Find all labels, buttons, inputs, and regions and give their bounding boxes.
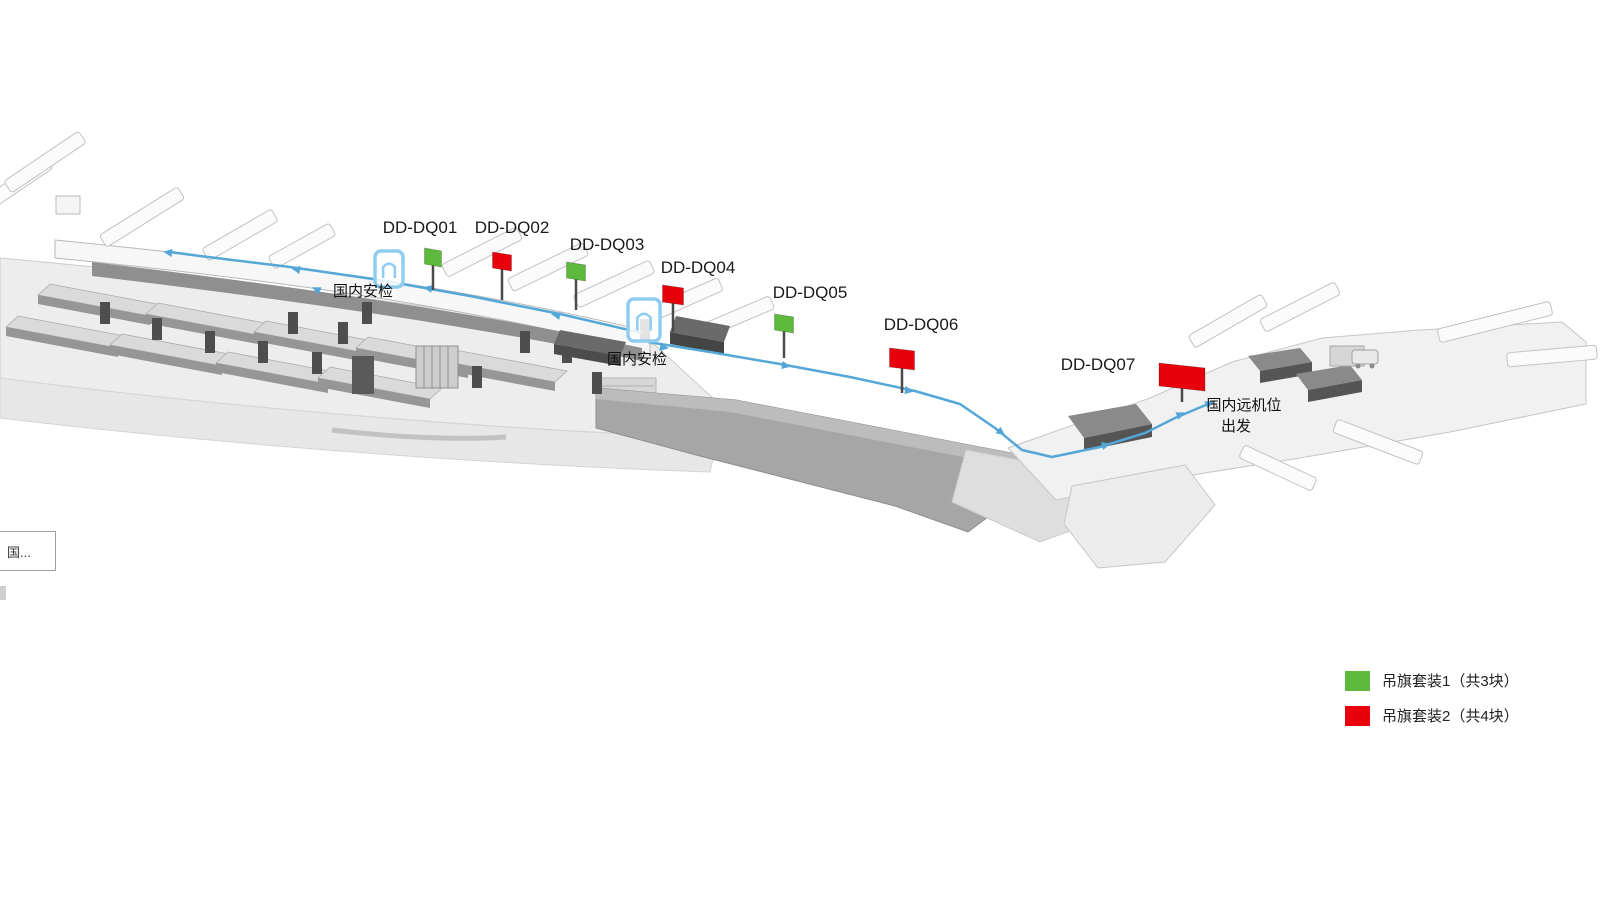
kiosk	[312, 352, 322, 374]
kiosk	[258, 341, 268, 363]
jet-bridge-pier	[99, 187, 185, 247]
legend-swatch-set1	[1345, 670, 1370, 691]
jet-bridge-pier	[507, 242, 589, 292]
flag	[1158, 362, 1206, 392]
clipped-label-box: 国...	[0, 531, 56, 571]
legend-label-set1: 吊旗套装1（共3块）	[1382, 673, 1519, 690]
legend-label-set2: 吊旗套装2（共4块）	[1382, 708, 1519, 725]
route-arrow	[1204, 401, 1215, 409]
route-line-lower	[647, 340, 1209, 459]
route-arrow	[995, 426, 1006, 436]
flag-marker-dd-dq03[interactable]: DD-DQ03	[566, 235, 645, 310]
flag-marker-dd-dq02[interactable]: DD-DQ02	[475, 218, 550, 300]
jet-bridge-pier	[268, 223, 336, 269]
legend-swatch-set2	[1345, 705, 1370, 726]
flag-marker-dd-dq06[interactable]: DD-DQ06	[884, 315, 959, 393]
flag-marker-dd-dq07[interactable]: DD-DQ07	[1061, 355, 1206, 402]
marker-label: DD-DQ04	[661, 258, 736, 277]
route-arrow	[291, 266, 301, 274]
route-arrow	[1175, 412, 1186, 420]
flag	[492, 251, 512, 272]
route-arrow	[781, 361, 791, 369]
security-gates	[373, 249, 662, 343]
map-annotation: 国内远机位	[1206, 397, 1281, 414]
route-arrow	[659, 343, 669, 351]
flag	[889, 347, 915, 371]
route-arrow	[551, 312, 561, 320]
jet-bridge-pier	[441, 227, 523, 277]
marker-label: DD-DQ05	[773, 283, 848, 302]
jet-bridge-pier	[202, 209, 278, 261]
remote-stand-pad	[1063, 464, 1216, 569]
marker-label: DD-DQ06	[884, 315, 959, 334]
flag-marker-dd-dq04[interactable]: DD-DQ04	[661, 258, 736, 332]
kiosk	[472, 366, 482, 388]
route-arrows	[163, 249, 1215, 450]
flag	[566, 261, 586, 282]
marker-label: DD-DQ01	[383, 218, 458, 237]
kiosk	[338, 322, 348, 344]
marker-label: DD-DQ02	[475, 218, 550, 237]
flag-markers: DD-DQ01 DD-DQ02DD-DQ03DD-DQ04DD-DQ05DD-DQ…	[383, 218, 1206, 402]
clipped-label-text: 国...	[7, 544, 31, 560]
route-arrow	[904, 386, 914, 394]
security-gate-icon	[373, 249, 405, 289]
kiosk	[288, 312, 298, 334]
marker-label: DD-DQ03	[570, 235, 645, 254]
flag	[662, 284, 684, 306]
kiosk	[100, 302, 110, 324]
jet-bridge-pier	[1188, 294, 1268, 348]
map-annotation: 出发	[1221, 418, 1251, 435]
kiosk	[152, 318, 162, 340]
route-arrow	[423, 285, 433, 293]
escalator	[352, 356, 374, 394]
jet-bridge-pier	[4, 131, 86, 193]
flag-marker-dd-dq05[interactable]: DD-DQ05	[773, 283, 848, 358]
flag	[424, 247, 442, 268]
legend-item-set1: 吊旗套装1（共3块）	[1345, 670, 1519, 691]
flag-marker-dd-dq01[interactable]: DD-DQ01	[383, 218, 458, 290]
legend-item-set2: 吊旗套装2（共4块）	[1345, 705, 1519, 726]
jet-bridge-pier	[1239, 445, 1317, 491]
curbside-road	[331, 427, 507, 441]
jet-bridges	[0, 131, 1598, 491]
kiosk	[520, 331, 530, 353]
route-arrow	[163, 249, 173, 257]
kiosk	[362, 302, 372, 324]
kiosk	[592, 372, 602, 394]
jet-bridge-pier	[1437, 301, 1553, 343]
security-gate-icon	[626, 297, 662, 343]
jet-bridge-pier	[1259, 282, 1341, 332]
kiosk	[205, 331, 215, 353]
marker-label: DD-DQ07	[1061, 355, 1136, 374]
map-annotation: 国内安检	[333, 283, 393, 300]
cart-icon	[1351, 349, 1379, 369]
route-arrow	[1100, 442, 1111, 450]
legend: 吊旗套装1（共3块） 吊旗套装2（共4块）	[1345, 670, 1519, 726]
lattice-structure	[415, 345, 459, 389]
right-terminal-base	[951, 321, 1587, 569]
structures	[352, 316, 1379, 451]
route-arrow	[311, 287, 322, 295]
map-annotation: 国内安检	[607, 351, 667, 368]
flag	[774, 313, 794, 334]
jet-bridge-pier	[1506, 344, 1598, 368]
jet-bridge-pier	[1332, 419, 1424, 465]
central-walkway	[595, 387, 1060, 533]
